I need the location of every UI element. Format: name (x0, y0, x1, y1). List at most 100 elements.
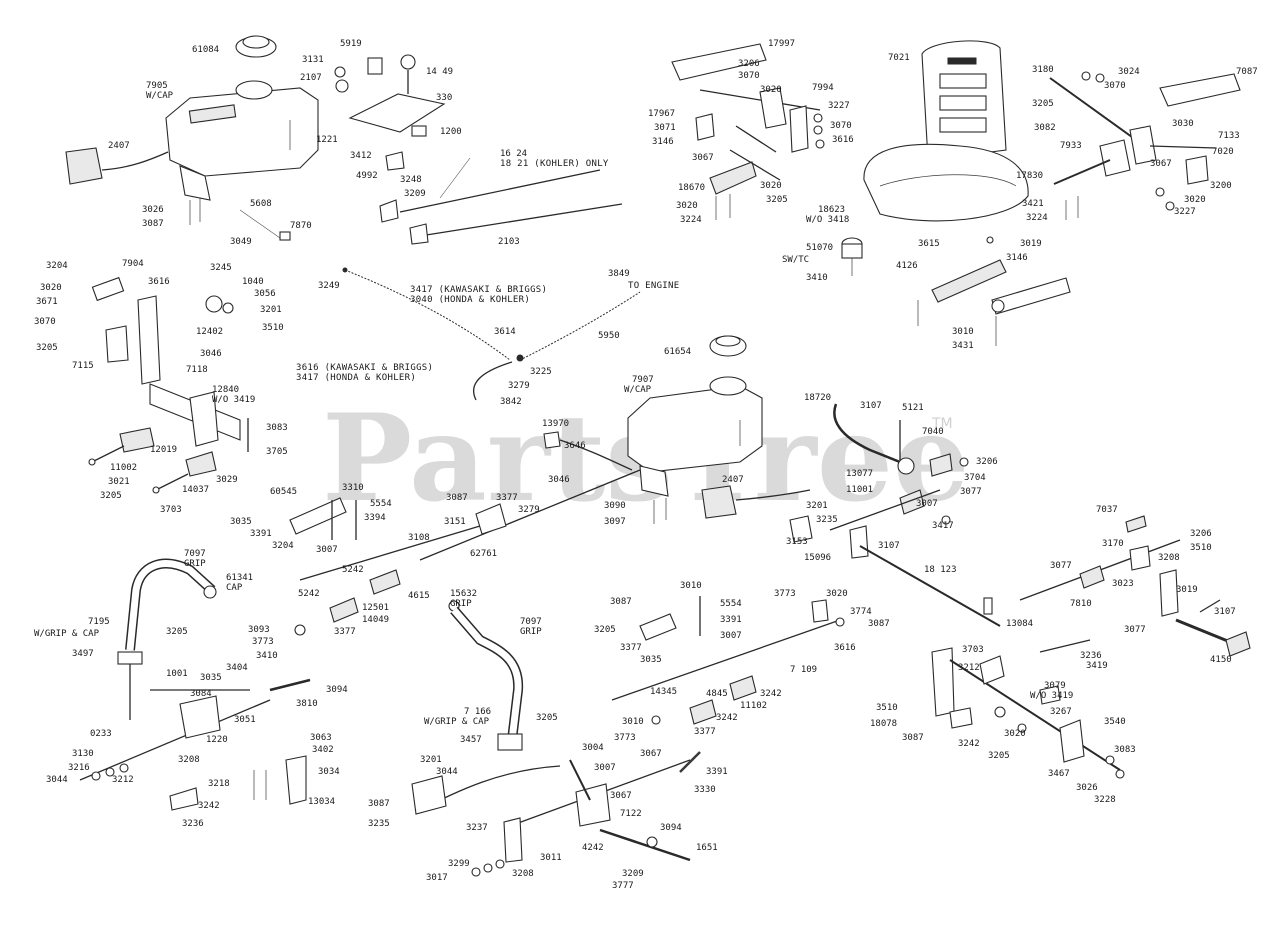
label-3007: 3007 (316, 545, 338, 555)
label-3236b: 3236 (1080, 651, 1102, 661)
bracket-7933[interactable] (1099, 139, 1131, 177)
label-3084: 3084 (190, 689, 212, 699)
spring-14345[interactable] (689, 699, 717, 725)
label-3035c: 3035 (640, 655, 662, 665)
label-3097: 3097 (604, 517, 626, 527)
knob-5919[interactable] (367, 57, 383, 75)
label-kohler-1: 16 24 (500, 149, 527, 159)
label-3616b: 3616 (834, 643, 856, 653)
label-3200: 3200 (1210, 181, 1232, 191)
pedal-pivot-3051[interactable] (179, 695, 221, 739)
label-1449: 14 49 (426, 67, 453, 77)
label-honda-kohler-2: 3417 (HONDA & KOHLER) (296, 373, 416, 383)
bracket-7904[interactable] (137, 295, 161, 385)
label-15632-grip: GRIP (450, 599, 472, 609)
cushion-7087[interactable] (1159, 73, 1241, 107)
label-3646: 3646 (564, 441, 586, 451)
bracket-3540[interactable] (1059, 719, 1085, 763)
label-12501: 12501 (362, 603, 389, 613)
label-4242: 4242 (582, 843, 604, 853)
label-3703b: 3703 (962, 645, 984, 655)
label-2103: 2103 (498, 237, 520, 247)
label-3093: 3093 (248, 625, 270, 635)
bracket-3703[interactable] (931, 647, 955, 717)
fuel-tank-7905[interactable] (165, 87, 319, 177)
label-3224: 3224 (680, 215, 702, 225)
label-3083: 3083 (266, 423, 288, 433)
rail-3615[interactable] (931, 259, 1007, 303)
label-7118: 7118 (186, 365, 208, 375)
label-3773: 3773 (252, 637, 274, 647)
label-3079-wo: W/O 3419 (1030, 691, 1073, 701)
label-3242b: 3242 (760, 689, 782, 699)
label-3116: 3616 (148, 277, 170, 287)
left-fuel-tank-group (65, 35, 319, 241)
label-3146: 3146 (652, 137, 674, 147)
pivot-3107[interactable] (897, 457, 915, 475)
label-3063: 3063 (310, 733, 332, 743)
bracket-3077[interactable] (1159, 569, 1179, 617)
label-13084: 13084 (1006, 619, 1033, 629)
cap-61341[interactable] (203, 585, 217, 599)
label-3131: 3131 (302, 55, 324, 65)
spring-12019[interactable] (119, 427, 155, 453)
label-3082: 3082 (1034, 123, 1056, 133)
label-3377d: 3377 (694, 727, 716, 737)
label-13077: 13077 (846, 469, 873, 479)
spring-14037[interactable] (185, 451, 217, 477)
label-1040: 1040 (242, 277, 264, 287)
pad-18670[interactable] (709, 161, 757, 195)
label-7810: 7810 (1070, 599, 1092, 609)
bracket-15096[interactable] (849, 525, 869, 559)
label-62761: 62761 (470, 549, 497, 559)
label-3410: 3410 (256, 651, 278, 661)
control-plate-330[interactable] (348, 93, 446, 133)
label-0233: 0233 (90, 729, 112, 739)
label-7122: 7122 (620, 809, 642, 819)
label-3180: 3180 (1032, 65, 1054, 75)
spring-14049[interactable] (329, 597, 359, 623)
label-13034: 13034 (308, 797, 335, 807)
label-1220: 1220 (206, 735, 228, 745)
clip-7037[interactable] (1125, 515, 1147, 533)
label-3107b: 3107 (878, 541, 900, 551)
label-7905: 7905 (146, 81, 168, 91)
label-14345: 14345 (650, 687, 677, 697)
spring-12501[interactable] (369, 569, 401, 595)
label-3777: 3777 (612, 881, 634, 891)
label-3377b: 3377 (334, 627, 356, 637)
label-honda-kohler: 3040 (HONDA & KOHLER) (410, 295, 530, 305)
label-5608: 5608 (250, 199, 272, 209)
label-2407b: 2407 (722, 475, 744, 485)
bracket-3044[interactable] (411, 775, 447, 815)
label-11102: 11102 (740, 701, 767, 711)
spring-11102[interactable] (729, 675, 757, 701)
label-2407: 2407 (108, 141, 130, 151)
label-330: 330 (436, 93, 452, 103)
label-3010b: 3010 (622, 717, 644, 727)
label-3030: 3030 (1172, 119, 1194, 129)
filter-2407b[interactable] (701, 485, 737, 519)
bracket-7994[interactable] (789, 105, 809, 153)
filter-2407[interactable] (65, 147, 103, 185)
label-3026: 3026 (142, 205, 164, 215)
bracket-13034[interactable] (285, 755, 307, 805)
label-3225: 3225 (530, 367, 552, 377)
label-7040: 7040 (922, 427, 944, 437)
label-3056: 3056 (254, 289, 276, 299)
label-7097: 7097 (184, 549, 206, 559)
fuel-tank-7907[interactable] (627, 385, 763, 473)
label-61084: 61084 (192, 45, 219, 55)
pivot-7122[interactable] (575, 783, 611, 827)
seat-cushion-18623[interactable] (863, 143, 1029, 222)
label-3034: 3034 (318, 767, 340, 777)
spring-3704[interactable] (929, 453, 953, 477)
label-18670: 18670 (678, 183, 705, 193)
label-3087b: 3087 (446, 493, 468, 503)
label-7021: 7021 (888, 53, 910, 63)
knob-4150[interactable] (1225, 631, 1251, 657)
cushion-17997[interactable] (671, 43, 767, 81)
label-3077b: 3077 (1050, 561, 1072, 571)
label-to-engine: TO ENGINE (628, 281, 679, 291)
